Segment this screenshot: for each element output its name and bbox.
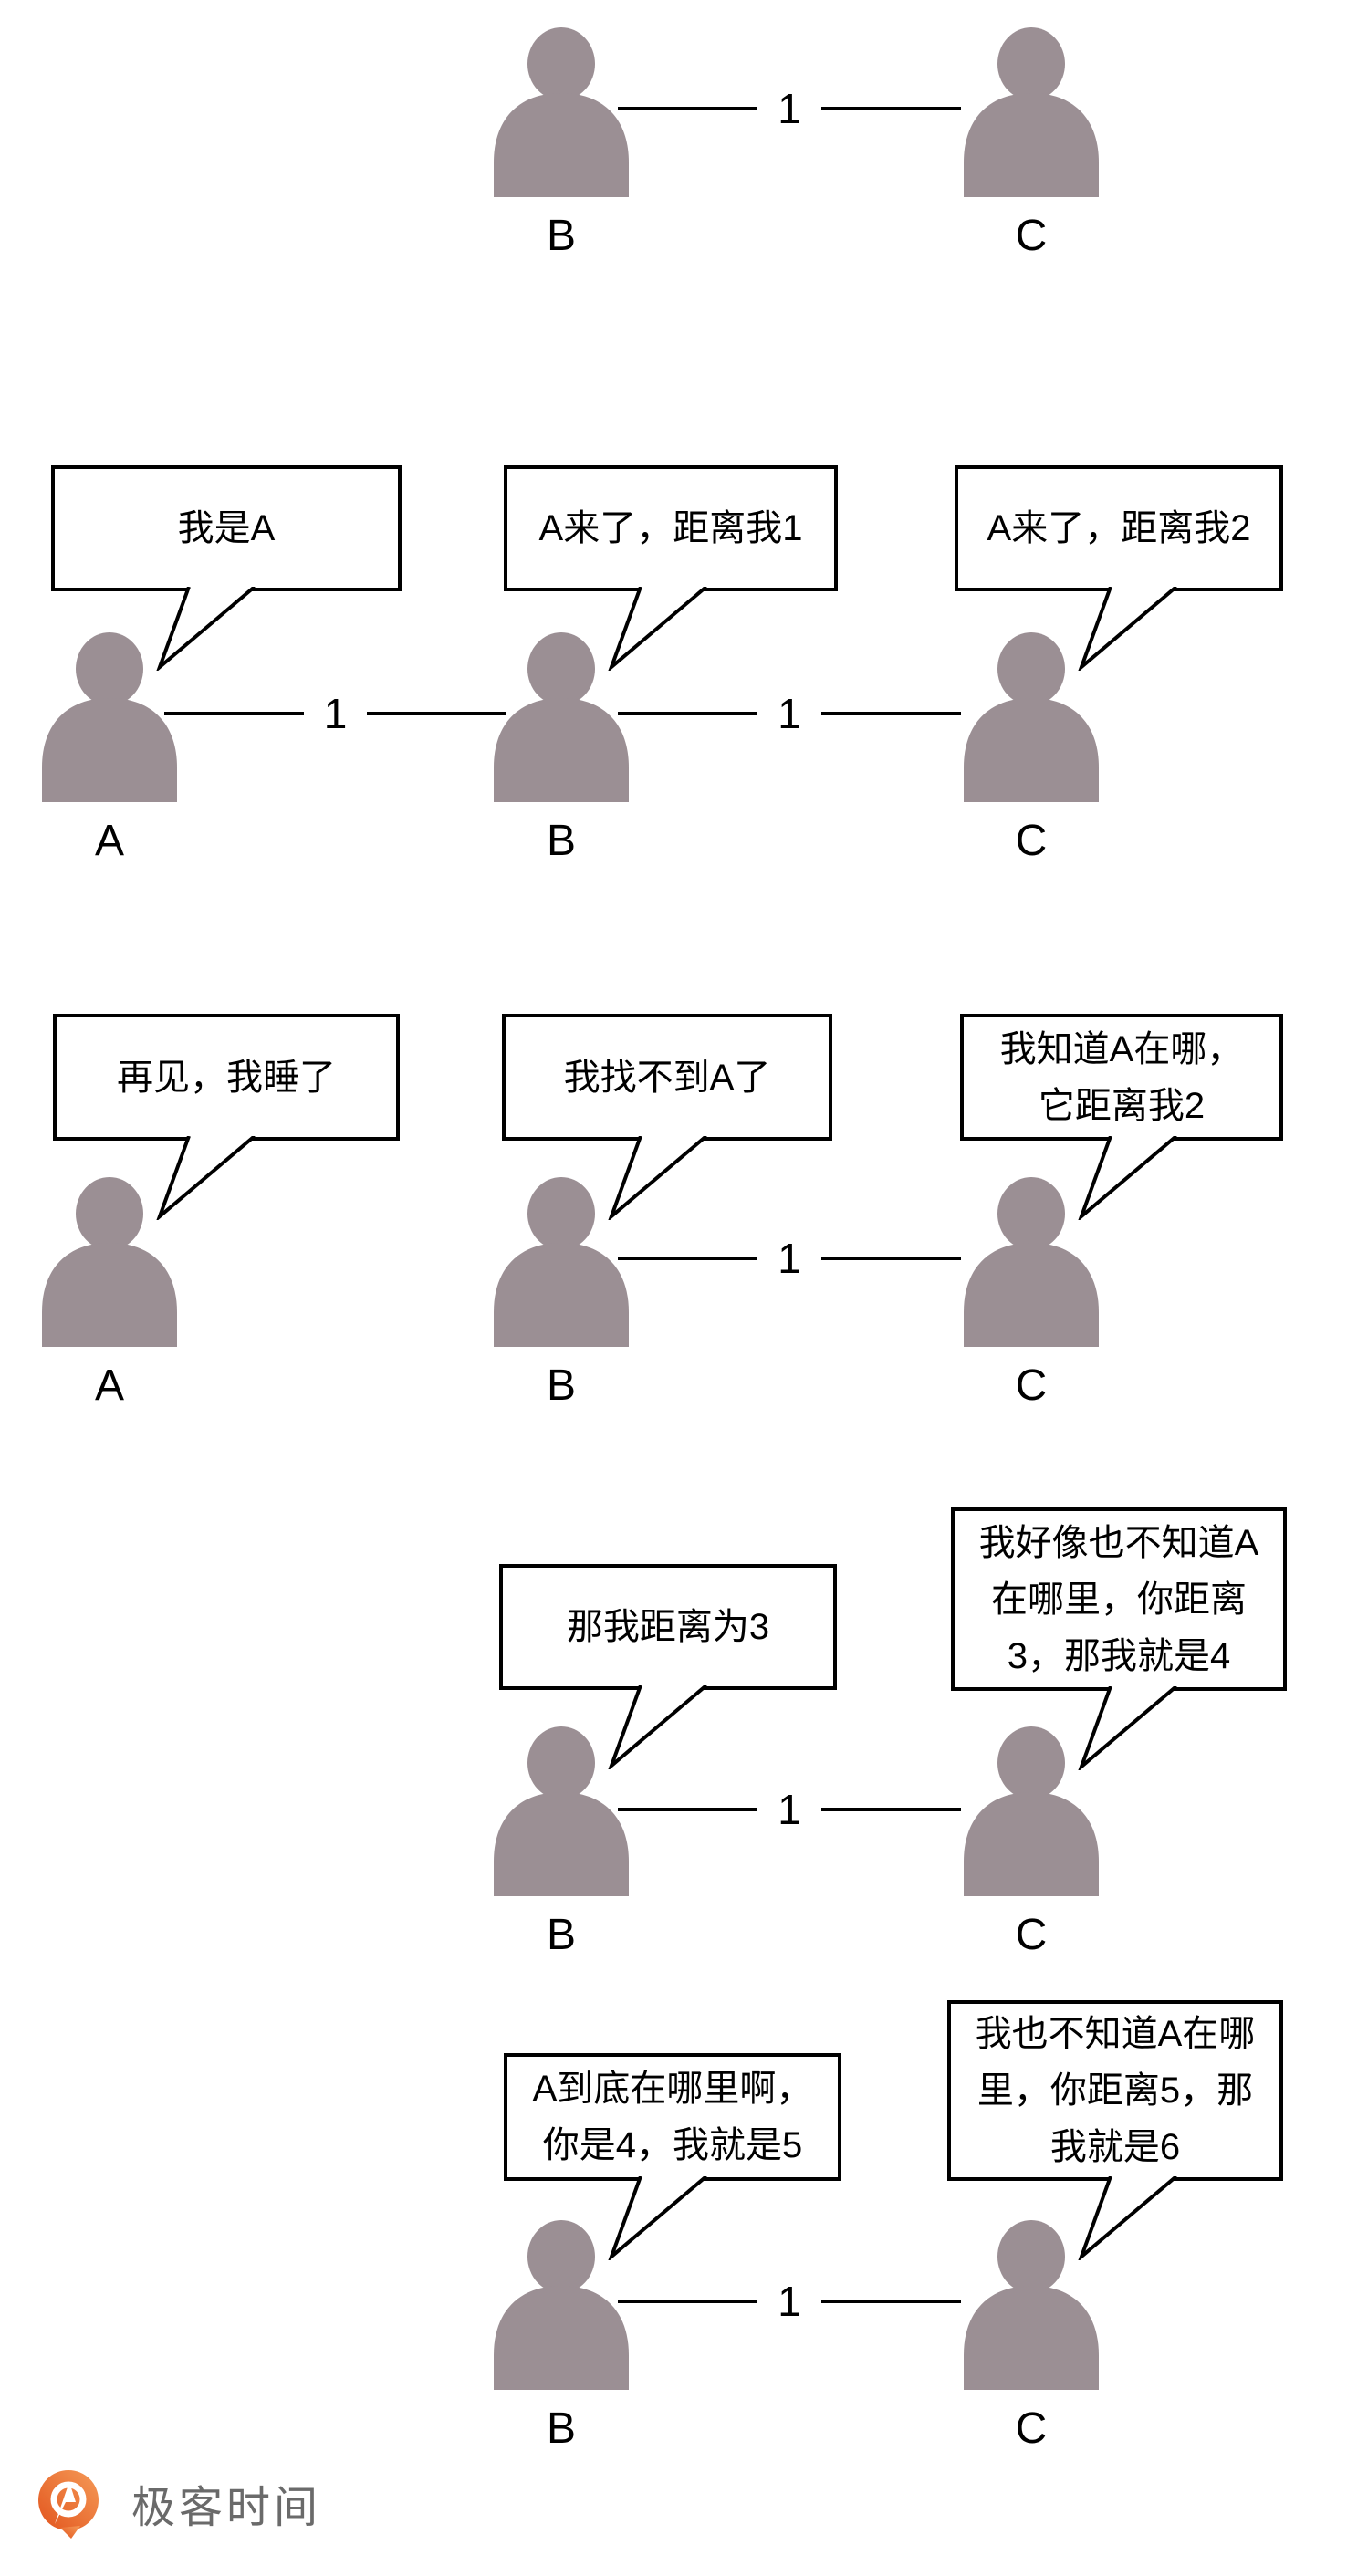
- edge-line: [164, 712, 304, 715]
- edge-a-b: 1: [164, 690, 506, 737]
- speech-bubble-b: A来了，距离我1: [504, 465, 838, 591]
- bubble-line: A来了，距离我1: [538, 508, 803, 548]
- speech-bubble-a: 再见，我睡了: [53, 1014, 400, 1141]
- bubble-line: 再见，我睡了: [117, 1057, 336, 1098]
- edge-line: [618, 1257, 758, 1260]
- speech-bubble-tail: [1080, 1136, 1178, 1218]
- edge-weight: 1: [778, 1786, 801, 1833]
- edge-weight: 1: [323, 690, 348, 737]
- edge-line: [618, 2300, 758, 2303]
- brand-footer: 极客时间: [33, 2467, 321, 2539]
- speech-bubble-tail: [1080, 1686, 1178, 1768]
- speech-bubble-tail: [158, 587, 256, 669]
- bubble-line: 3，那我就是4: [1007, 1635, 1231, 1676]
- bubble-line: 你是4，我就是5: [542, 2125, 803, 2165]
- person-label-b: B: [546, 212, 576, 260]
- speech-bubble-a: 我是A: [51, 465, 402, 591]
- edge-b-c: 1: [618, 690, 961, 737]
- speech-bubble-c: 我知道A在哪， 它距离我2: [960, 1014, 1283, 1141]
- speech-bubble-b: A到底在哪里啊， 你是4，我就是5: [504, 2053, 841, 2181]
- bubble-line: 我好像也不知道A: [978, 1522, 1259, 1563]
- bubble-line: 我也不知道A在哪: [975, 2014, 1256, 2054]
- speech-bubble-tail: [158, 1136, 256, 1218]
- edge-line: [618, 712, 758, 715]
- person-label-b: B: [546, 2404, 576, 2453]
- person-label-c: C: [1015, 817, 1048, 865]
- speech-bubble-c: A来了，距离我2: [955, 465, 1283, 591]
- edge-weight: 1: [778, 1235, 801, 1282]
- edge-line: [618, 1808, 758, 1811]
- speech-bubble-c: 我也不知道A在哪 里，你距离5，那 我就是6: [947, 2000, 1283, 2181]
- edge-line: [820, 1808, 961, 1811]
- bubble-line: 那我距离为3: [566, 1607, 770, 1647]
- person-label-b: B: [546, 817, 576, 865]
- person-label-b: B: [546, 1361, 576, 1410]
- person-label-c: C: [1015, 1361, 1048, 1410]
- bubble-line: A到底在哪里啊，: [532, 2069, 813, 2109]
- edge-weight: 1: [778, 690, 801, 737]
- edge-line: [820, 712, 961, 715]
- bubble-line: 它距离我2: [1038, 1085, 1206, 1126]
- bubble-line: A来了，距离我2: [987, 508, 1251, 548]
- edge-b-c: 1: [618, 85, 961, 132]
- speech-bubble-b: 我找不到A了: [502, 1014, 832, 1141]
- speech-bubble-tail: [610, 587, 708, 669]
- person-label-a: A: [94, 817, 124, 865]
- bubble-line: 我找不到A了: [563, 1057, 771, 1098]
- edge-weight: 1: [778, 85, 801, 132]
- person-icon-b: [490, 27, 632, 197]
- person-icon-c: [960, 27, 1102, 197]
- edge-b-c: 1: [618, 1789, 961, 1830]
- person-label-c: C: [1015, 2404, 1048, 2453]
- person-label-c: C: [1015, 212, 1048, 260]
- edge-line: [820, 107, 961, 110]
- speech-bubble-c: 我好像也不知道A 在哪里，你距离 3，那我就是4: [951, 1507, 1287, 1691]
- edge-weight: 1: [778, 2278, 801, 2325]
- bubble-line: 在哪里，你距离: [991, 1579, 1247, 1620]
- speech-bubble-tail: [1080, 2176, 1178, 2258]
- person-label-c: C: [1015, 1911, 1048, 1959]
- person-label-a: A: [94, 1361, 124, 1410]
- person-label-b: B: [546, 1911, 576, 1959]
- speech-bubble-tail: [610, 2176, 708, 2258]
- edge-line: [820, 1257, 961, 1260]
- edge-line: [820, 2300, 961, 2303]
- speech-bubble-tail: [610, 1685, 708, 1768]
- edge-b-c: 1: [618, 2278, 961, 2325]
- edge-line: [367, 712, 506, 715]
- bubble-line: 我就是6: [1049, 2127, 1181, 2167]
- edge-b-c: 1: [618, 1235, 961, 1282]
- speech-bubble-b: 那我距离为3: [499, 1564, 837, 1690]
- bubble-line: 我知道A在哪，: [999, 1028, 1244, 1069]
- speech-bubble-tail: [1080, 587, 1178, 669]
- edge-line: [618, 107, 758, 110]
- bubble-line: 里，你距离5，那: [976, 2070, 1254, 2111]
- speech-bubble-tail: [610, 1136, 708, 1218]
- bubble-line: 我是A: [177, 508, 276, 548]
- geektime-logo-text: 极客时间: [131, 2484, 322, 2532]
- geektime-logo-icon: [38, 2470, 99, 2539]
